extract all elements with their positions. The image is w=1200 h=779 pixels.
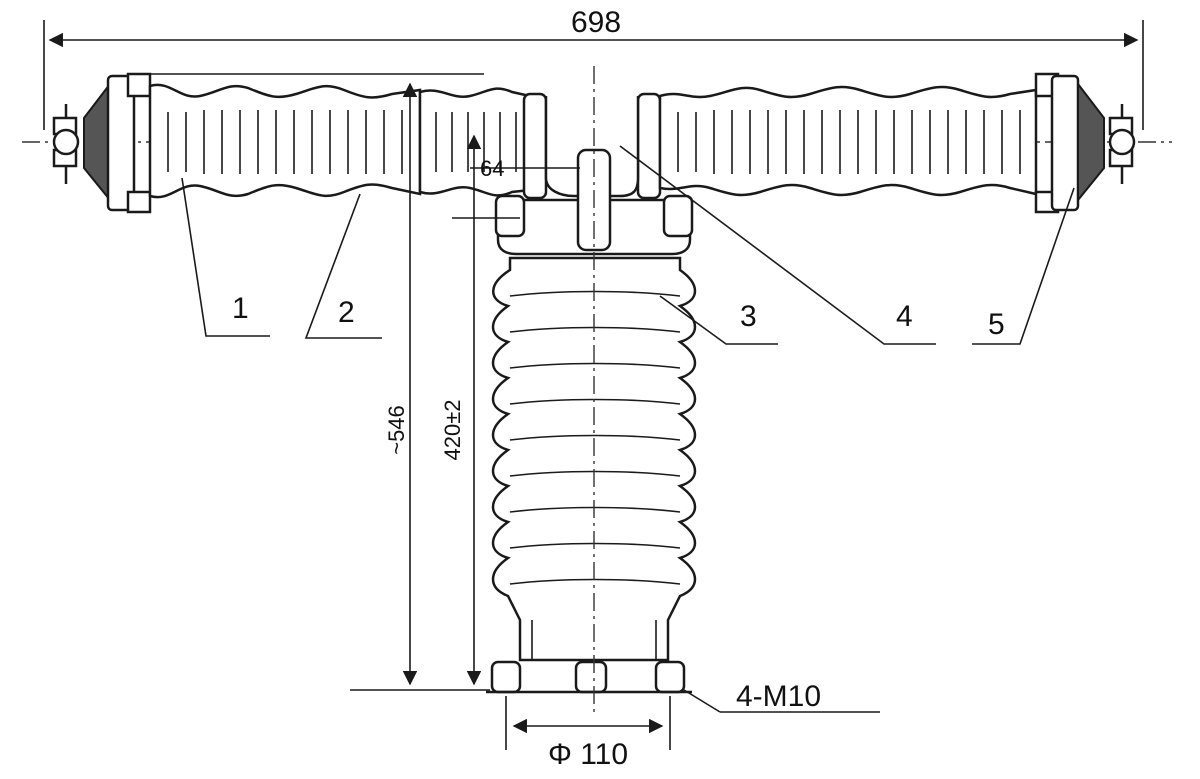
base-diameter-dimension: Φ 110 [505,696,671,771]
bolts-callout: 4-M10 [683,680,880,713]
part-leader-4: 4 [619,145,936,345]
part-leader-2: 2 [304,193,382,339]
base-diameter-label: Φ 110 [548,738,628,771]
part-label-4: 4 [896,300,913,333]
overall-width-label: 698 [571,6,621,39]
overall-height-label: ~546 [384,405,409,455]
column-height-label: 420±2 [440,399,465,460]
column-height-dimension: 420±2 [440,134,520,686]
offset-dimension: 64 [470,156,580,181]
left-horizontal-insulator [52,72,548,214]
part-leader-5: 5 [972,187,1075,345]
offset-label: 64 [480,156,504,181]
vertical-support-insulator [486,96,697,694]
part-label-1: 1 [232,292,249,325]
part-label-3: 3 [740,300,757,333]
part-leader-1: 1 [181,177,270,337]
part-label-2: 2 [338,296,355,329]
overall-height-dimension: ~546 [350,82,490,691]
part-label-5: 5 [988,308,1005,341]
part-leader-3: 3 [659,295,778,345]
right-horizontal-insulator [636,72,1136,214]
overall-width-dimension: 698 [43,6,1144,130]
bolts-label: 4-M10 [736,680,821,713]
